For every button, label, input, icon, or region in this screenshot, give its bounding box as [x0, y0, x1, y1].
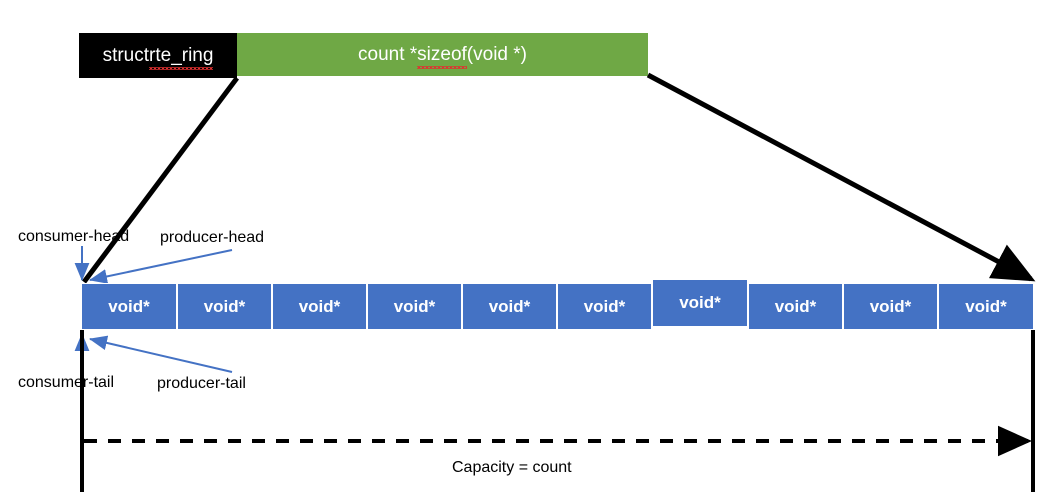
expansion-line-right: [646, 72, 1036, 282]
count-sizeof-box: count * sizeof(void *): [237, 33, 648, 76]
ring-cell-label: void*: [393, 296, 436, 316]
ring-cell-3[interactable]: void*: [367, 283, 462, 330]
ring-cell-label: void*: [108, 296, 150, 316]
ring-cell-label: void*: [298, 296, 341, 316]
ring-cell-label: void*: [965, 296, 1007, 316]
struct-name-misspelled: rte_ring: [149, 44, 214, 70]
struct-keyword: struct: [102, 44, 150, 66]
ring-cell-6[interactable]: void*: [652, 279, 748, 327]
producer-tail-arrow: [89, 335, 233, 373]
producer-tail-label: producer-tail: [157, 375, 246, 392]
void-pointer-arg-text: (void *): [466, 43, 527, 65]
expansion-line-left: [82, 76, 239, 284]
producer-head-arrow: [89, 249, 233, 284]
ring-cell-2[interactable]: void*: [272, 283, 367, 330]
struct-rte-ring-box: struct rte_ring: [79, 33, 237, 78]
count-multiplier-text: count *: [358, 43, 418, 65]
consumer-head-label: consumer-head: [18, 228, 130, 245]
ring-cell-label: void*: [203, 296, 246, 316]
ring-cell-label: void*: [488, 296, 531, 316]
ring-cell-5[interactable]: void*: [557, 283, 652, 330]
sizeof-keyword-misspelled: sizeof: [417, 43, 467, 69]
ring-cell-label: void*: [583, 296, 626, 316]
ring-cell-1[interactable]: void*: [177, 283, 272, 330]
ring-array: void* void* void* void* void* void* void…: [81, 279, 1034, 330]
consumer-tail-label: consumer-tail: [18, 374, 115, 391]
ring-cell-9[interactable]: void*: [938, 283, 1034, 330]
producer-head-label: producer-head: [160, 229, 265, 246]
ring-cell-4[interactable]: void*: [462, 283, 557, 330]
ring-cell-7[interactable]: void*: [748, 283, 843, 330]
ring-cell-label: void*: [869, 296, 912, 316]
ring-cell-label: void*: [679, 293, 721, 312]
ring-cell-label: void*: [774, 296, 817, 316]
ring-cell-0[interactable]: void*: [81, 283, 177, 330]
ring-cell-8[interactable]: void*: [843, 283, 938, 330]
capacity-label: Capacity = count: [452, 459, 572, 476]
